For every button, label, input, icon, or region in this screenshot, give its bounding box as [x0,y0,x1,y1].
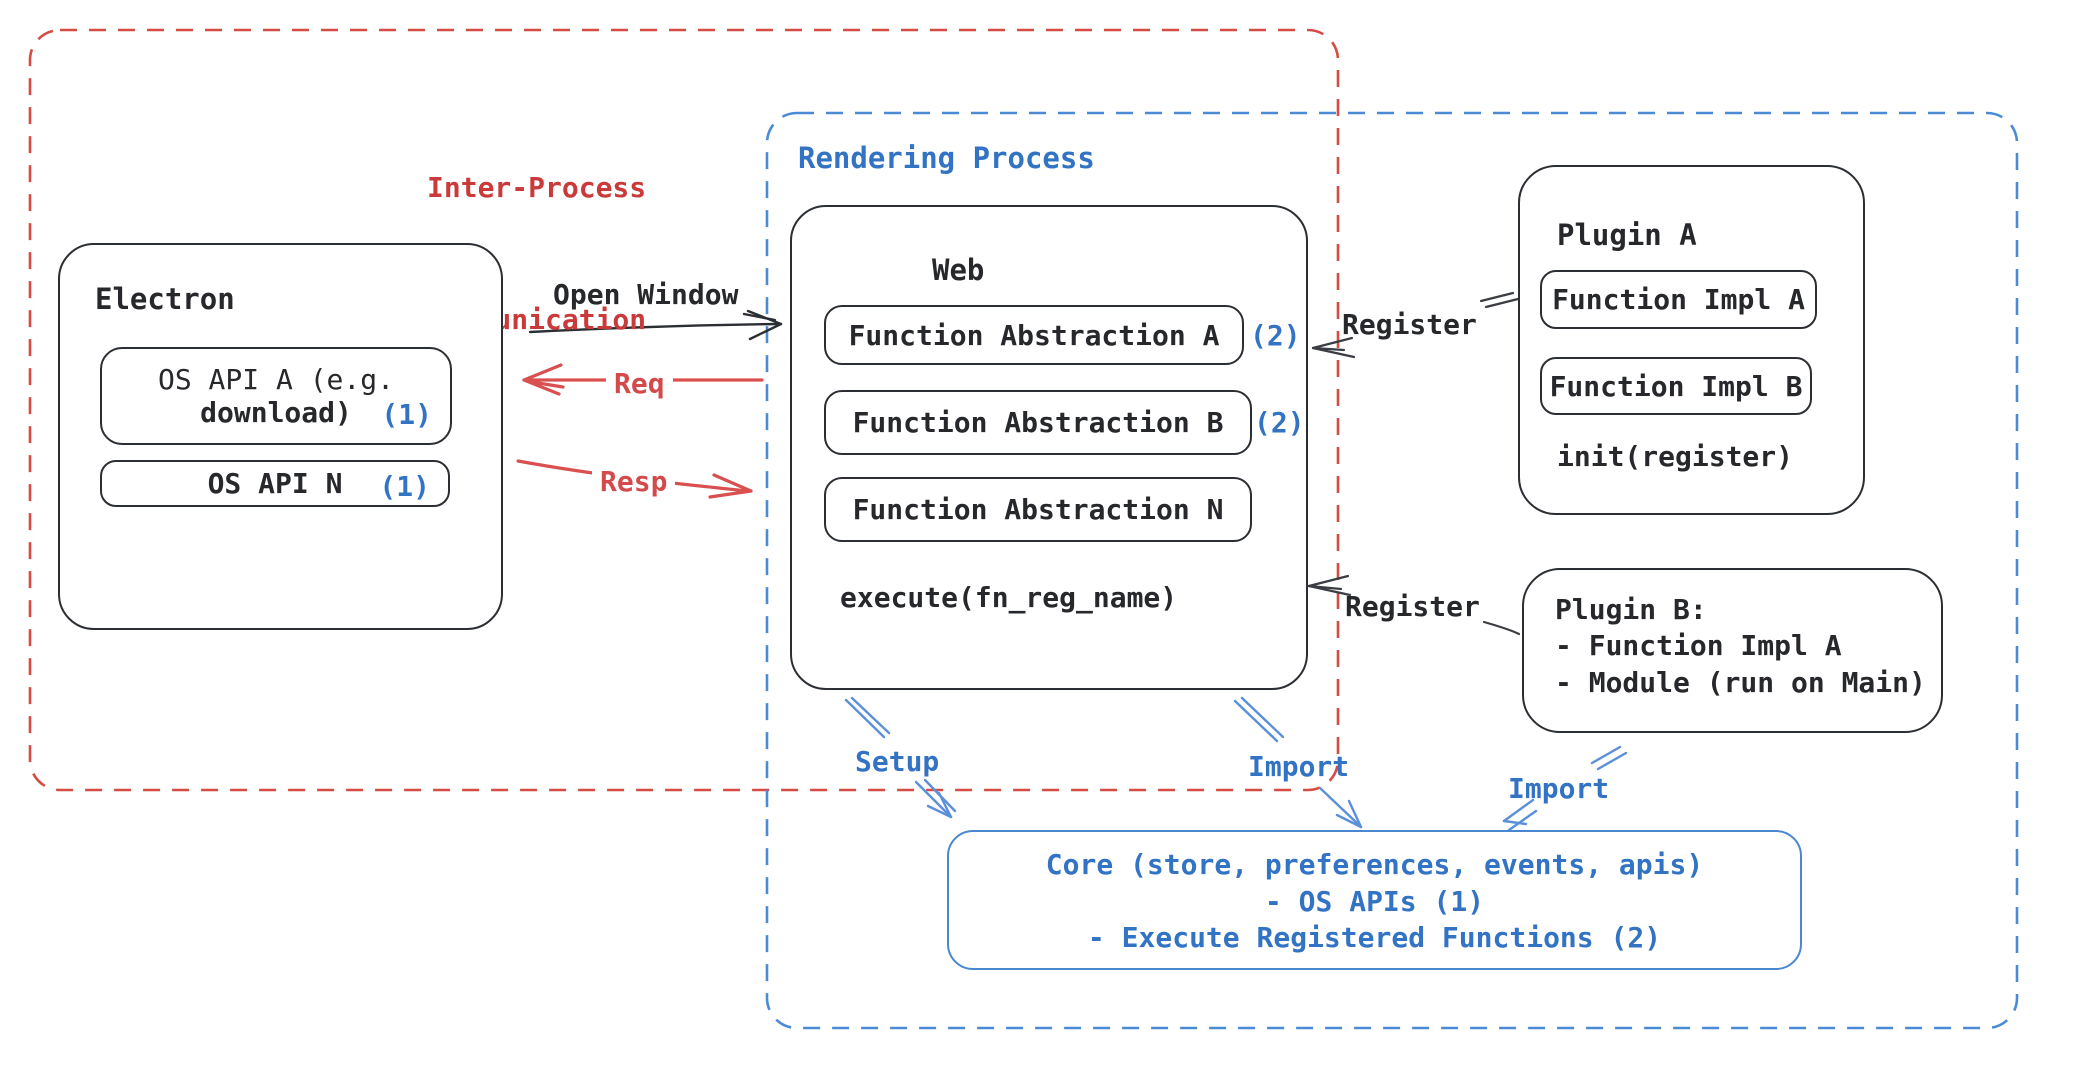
function-impl-a-label: Function Impl A [1552,283,1805,316]
os-api-n-label: OS API N [207,467,343,500]
os-api-n-box: OS API N (1) [100,460,450,507]
rendering-region-label: Rendering Process [798,141,1095,175]
electron-box: Electron OS API A (e.g. download) (1) OS… [58,243,503,630]
import-mid-label: Import [1248,750,1350,783]
function-abstraction-n-label: Function Abstraction N [852,493,1224,526]
plugin-a-title: Plugin A [1557,218,1697,252]
web-box: Web Function Abstraction A (2) Function … [790,205,1308,690]
plugin-b-line3: - Module (run on Main) [1555,665,1926,699]
ipc-region-label-line1: Inter-Process [427,171,647,204]
os-api-a-marker: (1) [381,398,432,431]
os-api-a-line2: download) [200,396,352,429]
resp-label: Resp [592,464,676,501]
core-line2: - OS APIs (1) [1264,884,1485,918]
open-window-label: Open Window [553,278,739,311]
function-abstraction-n-box: Function Abstraction N [824,477,1252,542]
electron-title: Electron [95,282,235,316]
os-api-n-marker: (1) [379,470,430,503]
init-register-label: init(register) [1557,440,1794,473]
function-impl-b-box: Function Impl B [1540,357,1812,415]
function-abstraction-a-box: Function Abstraction A [824,305,1244,365]
function-impl-a-box: Function Impl A [1540,270,1817,329]
plugin-a-box: Plugin A Function Impl A Function Impl B… [1518,165,1865,515]
execute-label: execute(fn_reg_name) [840,581,1178,614]
core-line3: - Execute Registered Functions (2) [1087,921,1662,955]
function-impl-b-label: Function Impl B [1549,369,1803,403]
function-abstraction-a-label: Function Abstraction A [848,318,1220,352]
register-top-label: Register [1342,308,1477,341]
os-api-a-line1: OS API A (e.g. [157,363,394,396]
function-abstraction-b-label: Function Abstraction B [852,406,1224,439]
function-abstraction-b-box: Function Abstraction B [824,390,1252,455]
plugin-b-line2: - Function Impl A [1555,629,1842,663]
core-line1: Core (store, preferences, events, apis) [1045,848,1704,882]
core-box: Core (store, preferences, events, apis) … [947,830,1802,970]
import-right-label: Import [1508,772,1610,805]
function-abstraction-b-marker: (2) [1254,406,1305,439]
setup-label: Setup [855,745,940,778]
plugin-b-box: Plugin B: - Function Impl A - Module (ru… [1522,568,1943,733]
plugin-b-line1: Plugin B: [1555,593,1707,626]
os-api-a-box: OS API A (e.g. download) (1) [100,347,452,445]
register-bottom-label: Register [1345,590,1480,623]
web-title: Web [932,253,985,287]
function-abstraction-a-marker: (2) [1250,319,1301,352]
req-label: Req [606,366,673,403]
